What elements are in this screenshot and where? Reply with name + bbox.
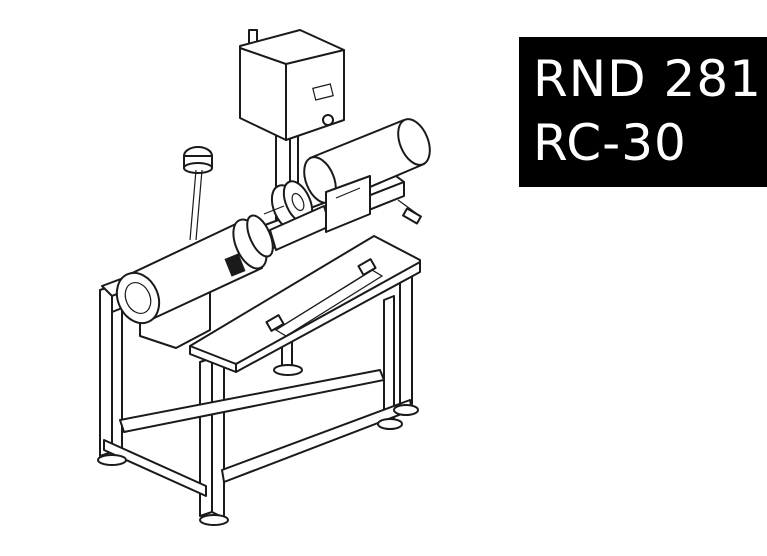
left-cylinder (109, 212, 278, 330)
crank-handle (398, 200, 421, 223)
right-cylinder (298, 115, 436, 232)
model-variant: RC-30 (533, 114, 687, 172)
work-tray (190, 236, 420, 372)
model-number: RND 281 (533, 50, 762, 108)
control-box (240, 30, 344, 140)
table-frame (98, 274, 418, 525)
centre-clamp (264, 177, 330, 250)
lever-handle (184, 147, 212, 240)
model-label: RND 281 RC-30 (519, 37, 767, 187)
